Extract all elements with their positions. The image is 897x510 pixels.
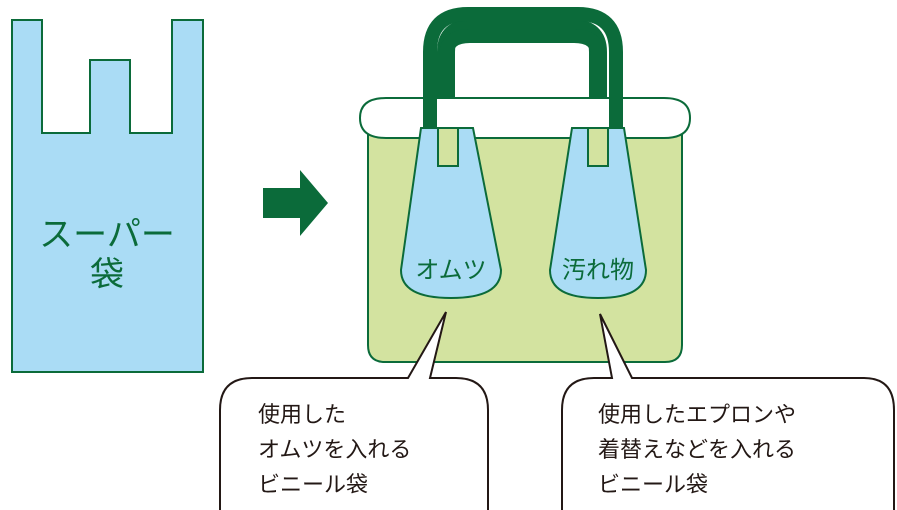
callout-left-line2: オムツを入れる [258, 438, 411, 463]
pouch-right-shape [548, 127, 648, 300]
tote-bag [358, 7, 692, 363]
tote-bag-opening [358, 97, 692, 139]
callout-right-line2: 着替えなどを入れる [598, 438, 796, 463]
callout-right-bubble [561, 313, 895, 510]
callout-right-line3: ビニール袋 [598, 473, 708, 498]
plastic-bag: スーパー 袋 [11, 19, 204, 373]
pouch-left-handle-slot [437, 127, 459, 167]
callout-left-bubble [219, 311, 489, 510]
callout-right-line1: 使用したエプロンや [598, 403, 796, 428]
pouch-left-label: オムツ [415, 256, 486, 284]
callout-left-line3: ビニール袋 [258, 473, 368, 498]
pouch-left: オムツ [399, 127, 503, 300]
pouch-right: 汚れ物 [548, 127, 648, 300]
callout-left: 使用した オムツを入れる ビニール袋 [219, 311, 489, 510]
pouch-right-label: 汚れ物 [562, 256, 634, 284]
callout-right: 使用したエプロンや 着替えなどを入れる ビニール袋 [561, 313, 895, 510]
tote-handle-inner [439, 29, 605, 132]
tote-handle-front [423, 7, 623, 130]
pouch-right-handle-slot [587, 127, 609, 167]
pouch-left-shape [399, 127, 503, 300]
plastic-bag-label-line2: 袋 [90, 255, 124, 295]
plastic-bag-label-line1: スーパー [39, 215, 175, 255]
callout-left-line1: 使用した [258, 403, 346, 428]
plastic-bag-shape [11, 19, 204, 373]
right-arrow-icon [263, 170, 328, 236]
